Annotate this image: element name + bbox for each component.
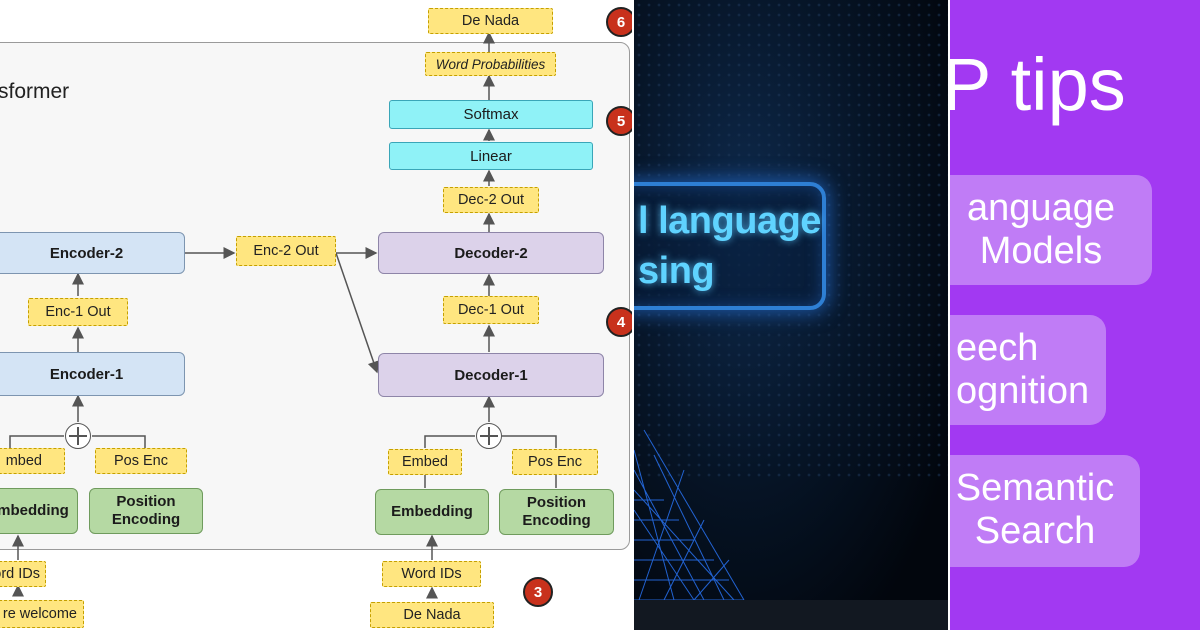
- tip-pill-semantic-search: Semantic Search: [950, 455, 1140, 567]
- enc-1-out-tag: Enc-1 Out: [28, 298, 128, 326]
- decoder-add-icon: [476, 423, 502, 449]
- tip-pill-speech-recognition: eech ognition: [950, 315, 1106, 425]
- dec-word-ids-tag: Word IDs: [382, 561, 481, 587]
- transformer-diagram-panel: sformer: [0, 7, 634, 628]
- nlp-photo-panel: l language sing: [634, 0, 950, 630]
- softmax-block: Softmax: [389, 100, 593, 129]
- dec-input-tag: De Nada: [370, 602, 494, 628]
- linear-block: Linear: [389, 142, 593, 170]
- tip-line: ognition: [956, 370, 1090, 412]
- photo-text-line-2: sing: [638, 250, 715, 292]
- word-probabilities-tag: Word Probabilities: [425, 52, 556, 76]
- dec-embed-tag: Embed: [388, 449, 462, 475]
- tip-line: Models: [979, 230, 1103, 272]
- step-badge-6: 6: [606, 7, 634, 37]
- tips-panel: P tips anguage Models eech ognition Sema…: [950, 0, 1200, 630]
- step-badge-5: 5: [606, 106, 634, 136]
- dec-2-out-tag: Dec-2 Out: [443, 187, 539, 213]
- encoder-1-block: Encoder-1: [0, 352, 185, 396]
- decoder-position-encoding-block: Position Encoding: [499, 489, 614, 535]
- tip-pill-language-models: anguage Models: [950, 175, 1152, 285]
- decoder-2-block: Decoder-2: [378, 232, 604, 274]
- dec-pos-enc-tag: Pos Enc: [512, 449, 598, 475]
- tip-line: Search: [974, 510, 1096, 552]
- enc-embed-tag: mbed: [0, 448, 65, 474]
- decoder-embedding-block: Embedding: [375, 489, 489, 535]
- output-de-nada-tag: De Nada: [428, 8, 553, 34]
- enc-word-ids-tag: Word IDs: [0, 561, 46, 587]
- enc-pos-enc-tag: Pos Enc: [95, 448, 187, 474]
- tips-title: P tips: [950, 43, 1126, 126]
- glowing-text-box: l language sing: [634, 182, 826, 310]
- encoder-add-icon: [65, 423, 91, 449]
- connector-arrows: [9, 31, 557, 599]
- photo-floor: [634, 600, 950, 630]
- encoder-position-encoding-block: Position Encoding: [89, 488, 203, 534]
- enc-input-tag: re welcome: [0, 600, 84, 628]
- photo-text-line-1: l language: [638, 200, 821, 242]
- diagram-title: sformer: [0, 80, 70, 103]
- tip-line: eech: [956, 327, 1039, 369]
- encoder-2-block: Encoder-2: [0, 232, 185, 274]
- step-badge-4: 4: [606, 307, 634, 337]
- decoder-1-block: Decoder-1: [378, 353, 604, 397]
- photo-background-art: [634, 0, 950, 630]
- encoder-embedding-block: mbedding: [0, 488, 78, 534]
- tip-line: Semantic: [955, 467, 1115, 509]
- tip-line: anguage: [967, 187, 1115, 229]
- step-badge-3: 3: [523, 577, 553, 607]
- dec-1-out-tag: Dec-1 Out: [443, 296, 539, 324]
- enc-2-out-tag: Enc-2 Out: [236, 236, 336, 266]
